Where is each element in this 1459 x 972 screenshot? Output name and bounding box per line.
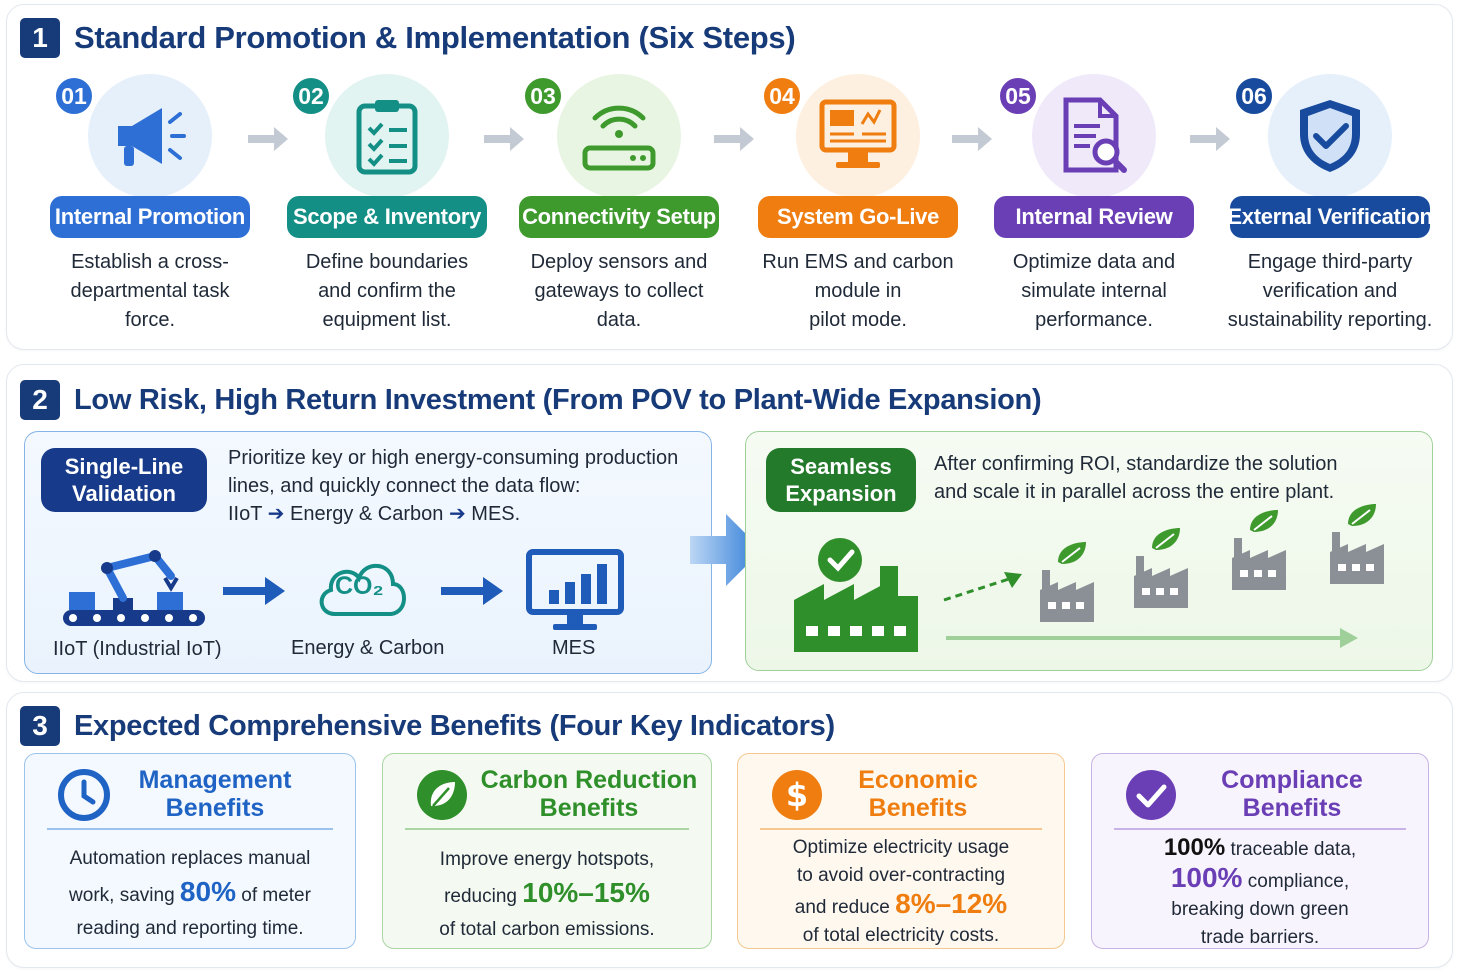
section2-header: 2 Low Risk, High Return Investment (From… [20,380,1042,420]
section-title: Expected Comprehensive Benefits (Four Ke… [74,709,835,742]
monitor-dashboard-icon [818,96,898,176]
arrow-right-icon [952,127,992,151]
leaf-icon [417,770,467,820]
mes-label: MES [552,637,596,659]
section-title: Standard Promotion & Implementation (Six… [74,20,796,55]
card-title: Management Benefits [138,766,292,822]
step-number-badge: 04 [762,76,802,116]
clipboard-checklist-icon [347,96,427,176]
stat-value: 80% [179,876,236,907]
divider [47,828,333,830]
factory-check-icon [794,538,918,652]
svg-text:$: $ [786,776,808,814]
iiot-label: IIoT (Industrial IoT) [53,638,222,660]
carbon-reduction-benefits-card: Carbon Reduction Benefits Improve energy… [382,753,712,949]
stat-value: 8%–12% [895,888,1008,919]
section1-header: 1 Standard Promotion & Implementation (S… [20,18,796,58]
step-label: Internal Promotion [50,196,250,238]
step-number-badge: 01 [54,76,94,116]
step-label: External Verification [1227,196,1433,238]
long-arrow-right-icon [946,628,1358,648]
document-search-icon [1054,96,1134,176]
step-icon-circle [796,74,920,198]
robot-arm-conveyor-icon [63,550,205,626]
data-flow-text: IIoT ➔ Energy & Carbon ➔ MES. [228,503,521,525]
section-title: Low Risk, High Return Investment (From P… [74,383,1042,416]
stat-value: 10%–15% [522,877,650,908]
arrow-right-icon: ➔ [448,503,466,525]
section-implementation-steps [6,4,1453,350]
card-body: Automation replaces manual work, saving … [69,848,311,939]
compliance-benefits-card: Compliance Benefits 100% traceable data,… [1091,753,1429,949]
card-body: Optimize electricity usage to avoid over… [792,837,1010,946]
validation-description: Prioritize key or high energy-consuming … [228,444,708,528]
divider [405,828,689,830]
step-number-badge: 06 [1234,76,1274,116]
dollar-icon: $ [772,770,822,820]
section-number-badge: 1 [20,18,60,58]
card-body: Improve energy hotspots, reducing 10%–15… [439,849,655,940]
divider [760,828,1042,830]
step-number-badge: 02 [291,76,331,116]
megaphone-icon [110,96,190,176]
step-number-badge: 05 [998,76,1038,116]
factory-leaf-icon [1040,542,1094,622]
dashed-arrow-icon [943,572,1022,602]
step-label: Scope & Inventory [287,196,487,238]
stat-value: 100% [1163,834,1226,861]
arrow-right-icon [441,577,503,605]
co2-label: CO₂ [335,572,384,600]
economic-benefits-card: $ Economic Benefits Optimize electricity… [737,753,1065,949]
arrow-right-icon: ➔ [267,503,285,525]
check-circle-icon [1126,770,1176,820]
step-label: System Go-Live [758,196,958,238]
shield-check-icon [1290,96,1370,176]
card-body: 100% traceable data, 100% compliance, br… [1163,834,1357,948]
wifi-router-icon [579,96,659,176]
clock-icon [58,769,110,821]
co2-cloud-icon [319,563,406,616]
management-benefits-card: Management Benefits Automation replaces … [24,753,356,949]
card-title: Economic Benefits [858,766,978,822]
mes-monitor-chart-icon [526,549,624,630]
arrow-right-icon [248,127,288,151]
factory-leaf-icon [1330,504,1384,584]
arrow-right-icon [714,127,754,151]
big-arrow-right-icon [690,514,762,586]
section3-header: 3 Expected Comprehensive Benefits (Four … [20,706,835,746]
card-title: Carbon Reduction Benefits [480,766,698,822]
arrow-right-icon [1190,127,1230,151]
step-label: Internal Review [994,196,1194,238]
factory-leaf-icon [1134,528,1188,608]
divider [1114,828,1406,830]
section-number-badge: 3 [20,706,60,746]
arrow-right-icon [484,127,524,151]
stat-value: 100% [1170,862,1243,893]
section-number-badge: 2 [20,380,60,420]
step-label: Connectivity Setup [519,196,719,238]
card-title: Compliance Benefits [1221,766,1363,822]
arrow-right-icon [223,577,285,605]
expansion-description: After confirming ROI, standardize the so… [934,453,1338,503]
step-number-badge: 03 [523,76,563,116]
energy-carbon-label: Energy & Carbon [291,637,445,659]
factory-leaf-icon [1232,510,1286,590]
